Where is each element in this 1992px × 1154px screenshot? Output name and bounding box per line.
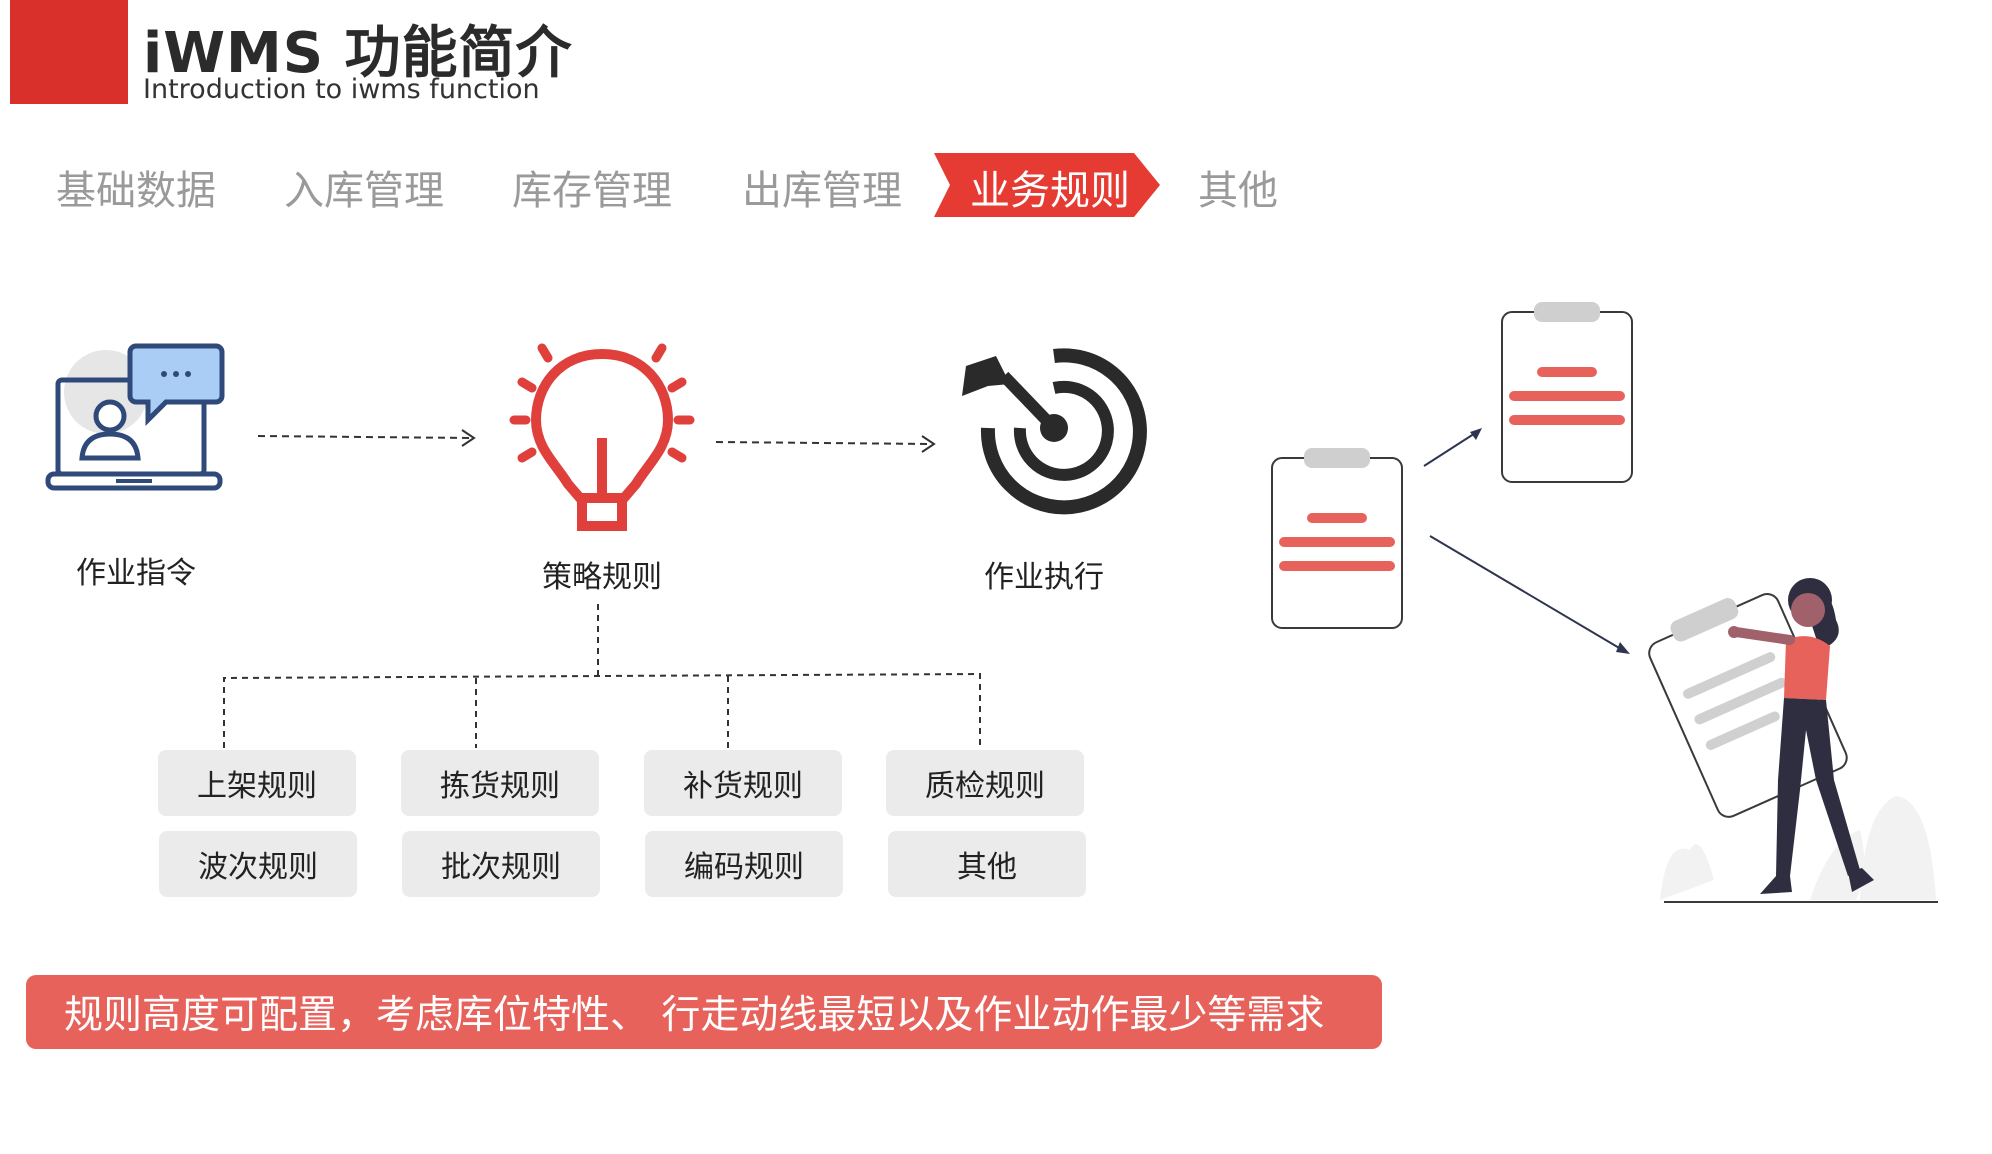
rule-putaway[interactable]: 上架规则 bbox=[158, 750, 356, 816]
tab-inventory[interactable]: 库存管理 bbox=[512, 168, 672, 214]
tab-business-rules-label: 业务规则 bbox=[970, 168, 1130, 214]
tab-outbound[interactable]: 出库管理 bbox=[742, 168, 902, 214]
brand-block bbox=[10, 0, 128, 104]
summary-banner-text: 规则高度可配置，考虑库位特性、 行走动线最短以及作业动作最少等需求 bbox=[64, 993, 1325, 1038]
rule-batch[interactable]: 批次规则 bbox=[402, 831, 600, 897]
woman-with-clipboard-illustration bbox=[1648, 578, 1938, 903]
lightbulb-icon bbox=[509, 343, 695, 531]
active-tab-arrow-shape bbox=[934, 153, 1160, 217]
step-label-strategy-rules: 策略规则 bbox=[542, 560, 662, 595]
laptop-chat-icon bbox=[45, 343, 225, 491]
step-label-work-order: 作业指令 bbox=[76, 556, 196, 591]
page-title: iWMS 功能简介 bbox=[143, 21, 573, 86]
rule-replenishment[interactable]: 补货规则 bbox=[644, 750, 842, 816]
rule-coding[interactable]: 编码规则 bbox=[645, 831, 843, 897]
tab-other[interactable]: 其他 bbox=[1198, 168, 1278, 214]
rule-picking[interactable]: 拣货规则 bbox=[401, 750, 599, 816]
target-arrow-icon bbox=[962, 348, 1147, 515]
clipboard-icon bbox=[1271, 448, 1403, 629]
tab-basic-data[interactable]: 基础数据 bbox=[56, 168, 216, 214]
clipboard-icon bbox=[1501, 302, 1633, 483]
summary-banner: 规则高度可配置，考虑库位特性、 行走动线最短以及作业动作最少等需求 bbox=[26, 975, 1382, 1049]
flow-arrow-1 bbox=[257, 429, 476, 447]
rule-quality-check[interactable]: 质检规则 bbox=[886, 750, 1084, 816]
flow-arrow-2 bbox=[715, 435, 936, 453]
rule-wave[interactable]: 波次规则 bbox=[159, 831, 357, 897]
tab-inbound[interactable]: 入库管理 bbox=[284, 168, 444, 214]
tab-business-rules[interactable]: 业务规则 bbox=[934, 153, 1160, 217]
page-subtitle: Introduction to iwms function bbox=[143, 74, 540, 105]
rule-other[interactable]: 其他 bbox=[888, 831, 1086, 897]
step-label-execution: 作业执行 bbox=[984, 560, 1104, 595]
